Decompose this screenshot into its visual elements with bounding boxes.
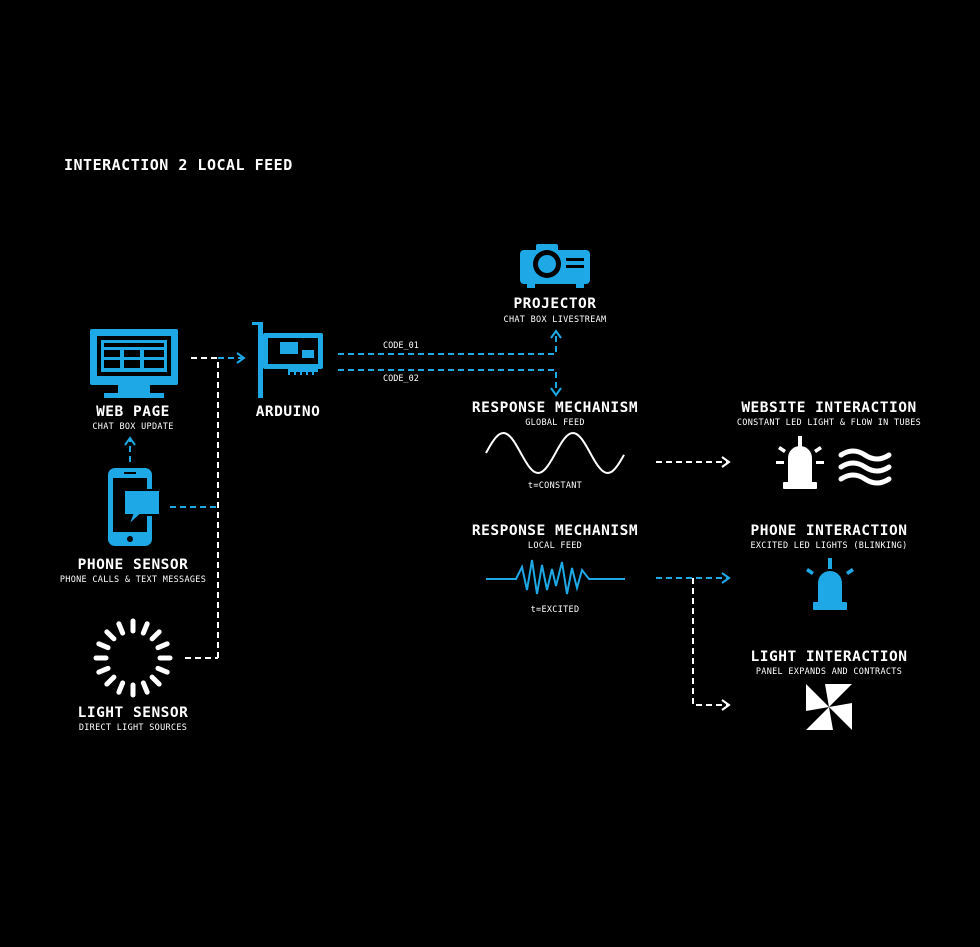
projector-label: PROJECTOR bbox=[513, 296, 597, 312]
light-interaction-sub: PANEL EXPANDS AND CONTRACTS bbox=[755, 667, 903, 677]
light-burst-ray bbox=[96, 665, 111, 675]
projector-icon bbox=[520, 244, 590, 288]
phone-sensor-sub: PHONE CALLS & TEXT MESSAGES bbox=[59, 575, 207, 585]
code-02-label: CODE_02 bbox=[383, 374, 419, 384]
diagram-title: INTERACTION 2 LOCAL FEED bbox=[64, 156, 293, 174]
pinwheel-icon bbox=[806, 684, 852, 730]
siren-icon bbox=[806, 558, 854, 610]
code-01-label: CODE_01 bbox=[383, 341, 419, 351]
light-burst-ray bbox=[116, 680, 126, 695]
light-burst-ray bbox=[116, 621, 126, 636]
light-sensor-label: LIGHT SENSOR bbox=[77, 705, 189, 721]
light-burst-ray bbox=[149, 629, 162, 642]
light-burst-ray bbox=[149, 674, 162, 687]
zigzag-wave-icon bbox=[486, 559, 625, 595]
monitor-icon bbox=[90, 329, 178, 398]
light-interaction-label: LIGHT INTERACTION bbox=[750, 649, 908, 665]
sine-wave-icon bbox=[485, 431, 625, 475]
response-global-wave-label: t=CONSTANT bbox=[527, 481, 583, 491]
response-global-sub: GLOBAL FEED bbox=[525, 418, 585, 428]
light-burst-ray bbox=[155, 641, 170, 651]
light-burst-ray bbox=[96, 641, 111, 651]
projector-sub: CHAT BOX LIVESTREAM bbox=[503, 315, 607, 325]
light-burst-ray bbox=[104, 629, 117, 642]
arduino-label: ARDUINO bbox=[255, 404, 321, 420]
light-burst-ray bbox=[140, 680, 150, 695]
phone-interaction-sub: EXCITED LED LIGHTS (BLINKING) bbox=[750, 541, 908, 551]
phone-interaction-label: PHONE INTERACTION bbox=[750, 523, 908, 539]
response-global-label: RESPONSE MECHANISM bbox=[471, 400, 639, 416]
phone-sensor-label: PHONE SENSOR bbox=[77, 557, 189, 573]
circuit-board-icon bbox=[252, 322, 323, 398]
website-interaction-label: WEBSITE INTERACTION bbox=[741, 400, 917, 416]
response-local-wave-label: t=EXCITED bbox=[530, 605, 580, 615]
response-local-label: RESPONSE MECHANISM bbox=[471, 523, 639, 539]
website-interaction-sub: CONSTANT LED LIGHT & FLOW IN TUBES bbox=[736, 418, 922, 428]
siren-waves-icon bbox=[776, 436, 892, 489]
web-page-sub: CHAT BOX UPDATE bbox=[92, 422, 174, 432]
light-burst-ray bbox=[140, 621, 150, 636]
light-burst-ray bbox=[155, 665, 170, 675]
phone-message-icon bbox=[108, 468, 161, 546]
light-sensor-sub: DIRECT LIGHT SOURCES bbox=[78, 723, 188, 733]
response-local-sub: LOCAL FEED bbox=[527, 541, 583, 551]
light-burst-ray bbox=[104, 674, 117, 687]
web-page-label: WEB PAGE bbox=[96, 404, 170, 420]
connectors bbox=[124, 329, 731, 711]
light-burst-icon bbox=[93, 618, 173, 698]
